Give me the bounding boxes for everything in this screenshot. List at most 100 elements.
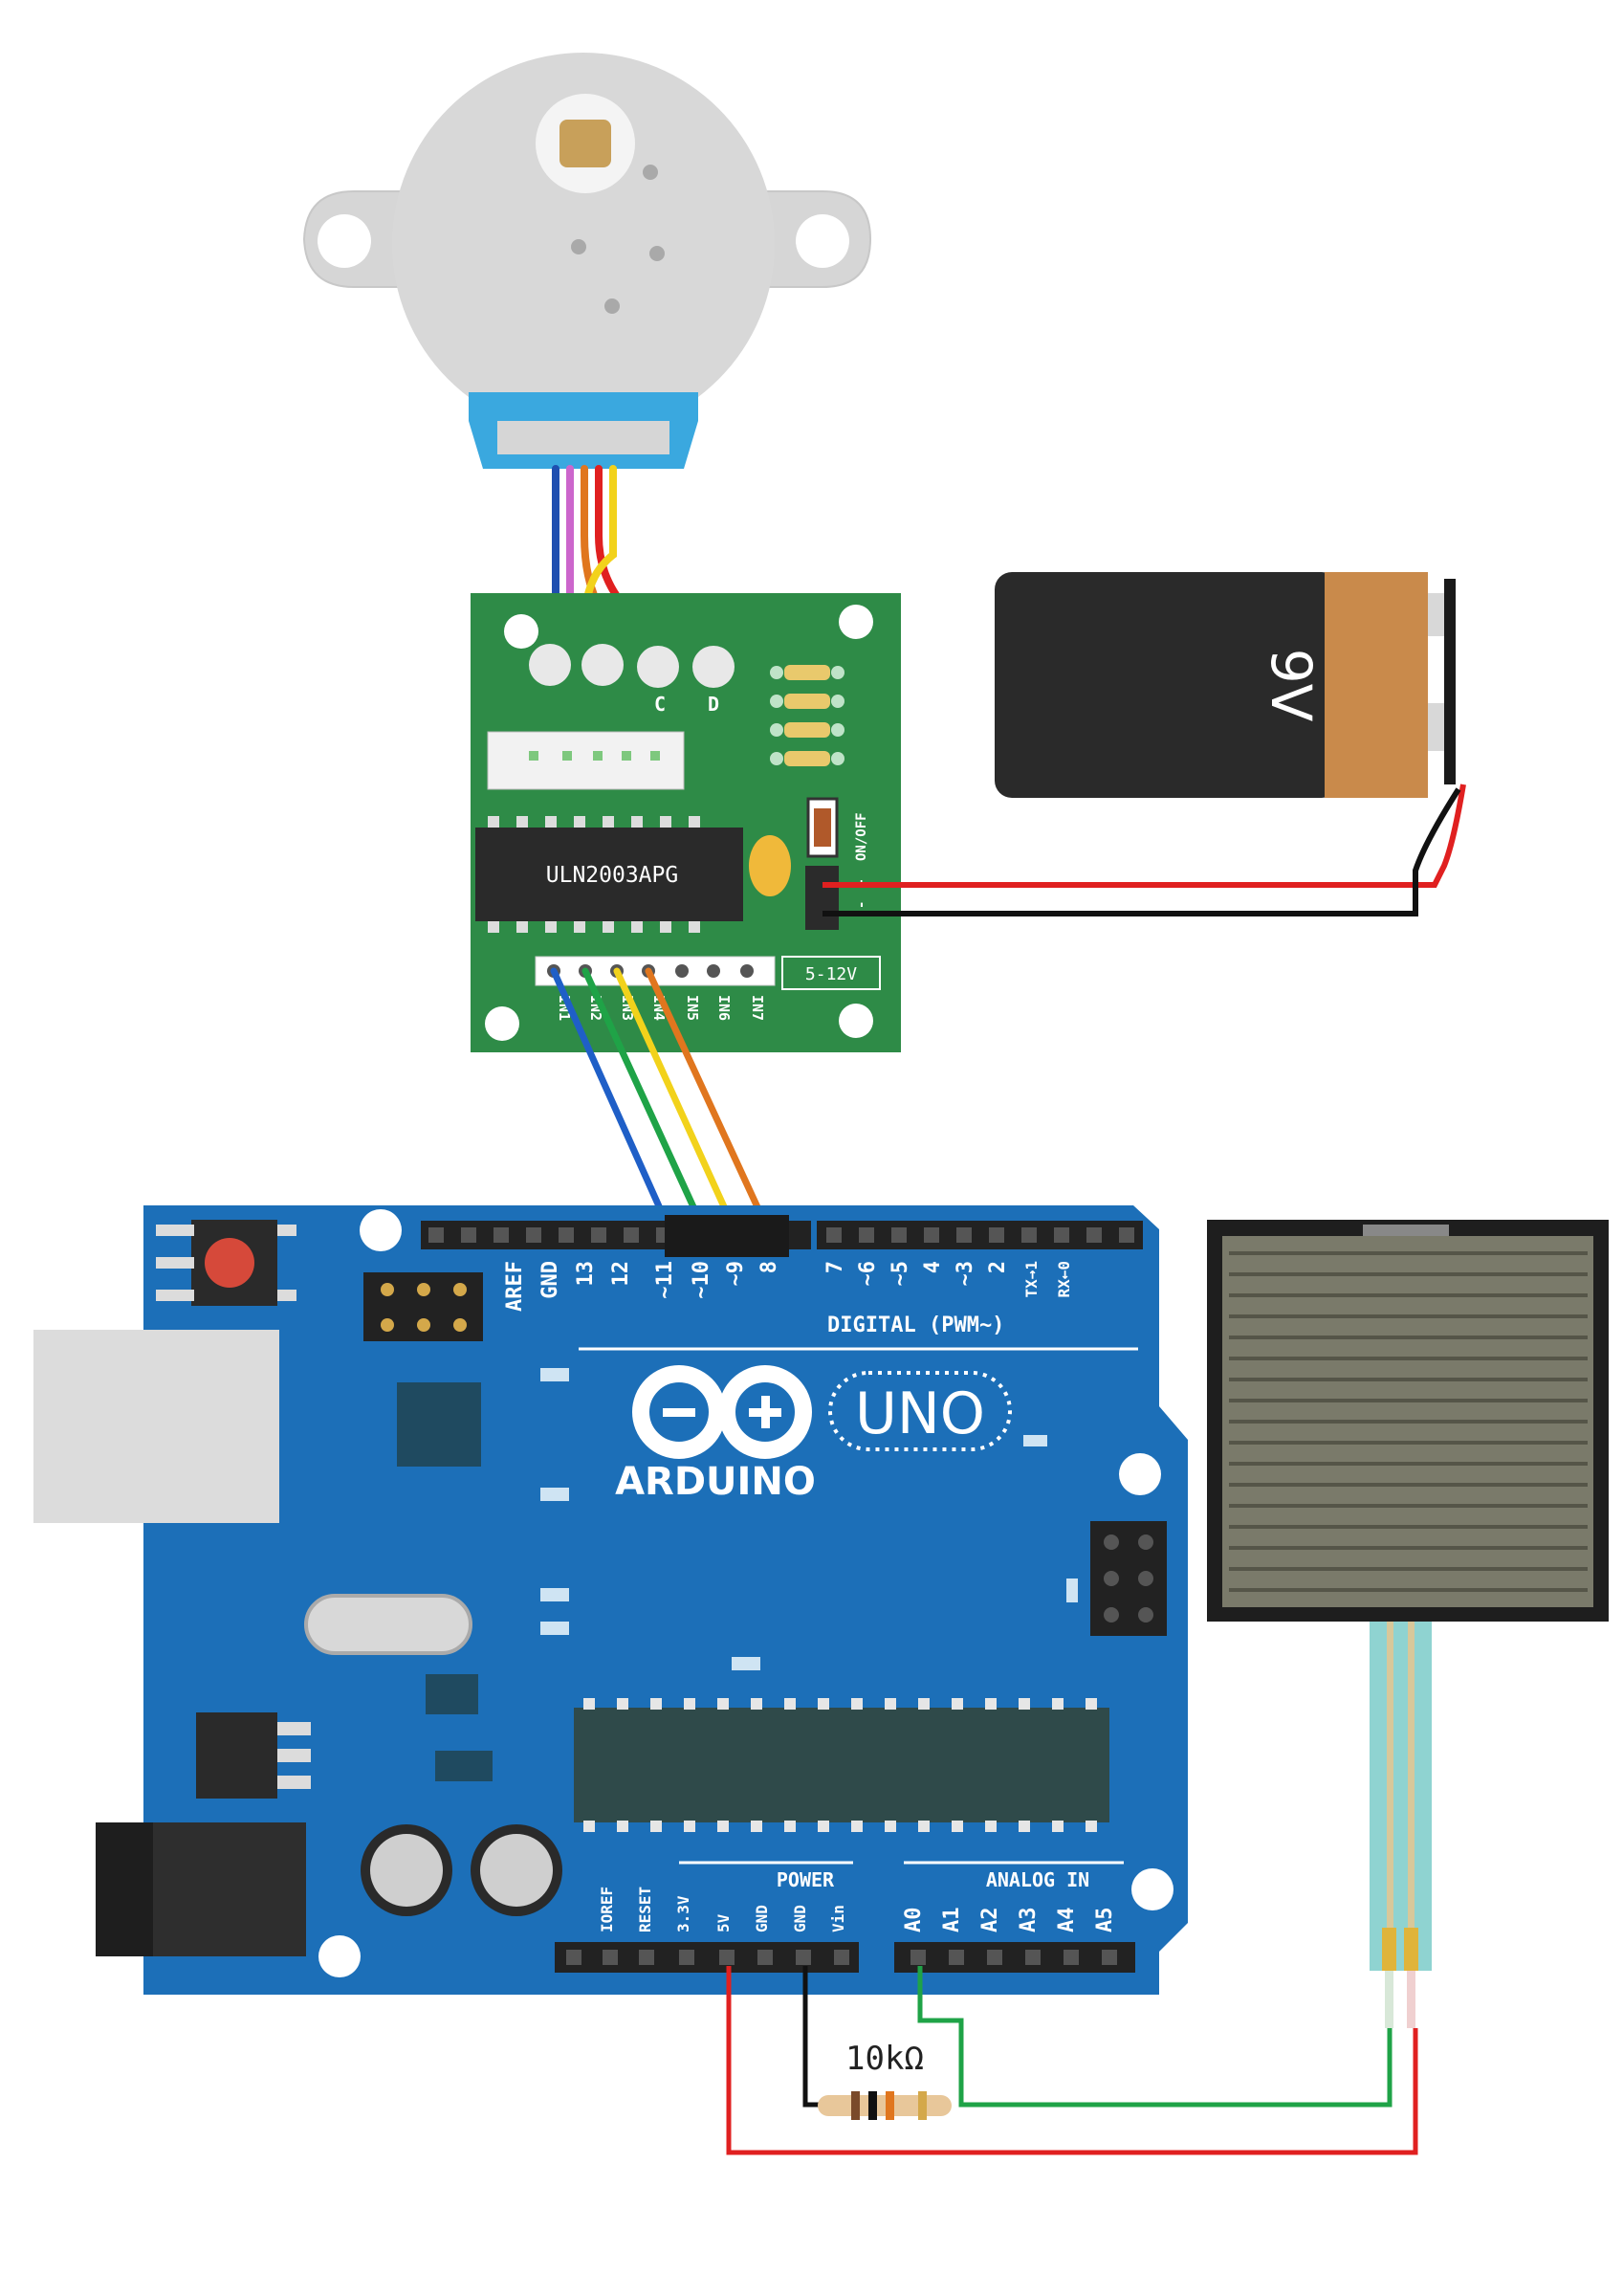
wire-a0-green [917, 1966, 1393, 2108]
led-c [637, 646, 679, 688]
usb-chip [397, 1382, 481, 1467]
digital-pin-labels: AREF GND 13 12 ~11 ~10 ~9 8 7 ~6 ~5 4 ~3… [503, 1261, 1073, 1312]
fsr-tail [1370, 1622, 1432, 1971]
pin-5: ~5 [888, 1261, 912, 1287]
capacitor [749, 835, 791, 896]
mount-hole-right [796, 214, 849, 268]
pin-13: 13 [574, 1261, 598, 1287]
battery-label: 9V [1259, 649, 1324, 722]
battery-wires [822, 784, 1466, 916]
mount-hole [360, 1209, 402, 1251]
crystal [304, 1594, 472, 1655]
smd-chip [435, 1751, 493, 1781]
mount-hole-left [318, 214, 371, 268]
analog-header-label: ANALOG IN [986, 1868, 1089, 1891]
pin-a1: A1 [940, 1908, 964, 1933]
reset-button[interactable] [205, 1238, 254, 1288]
motor-screw [649, 246, 665, 261]
battery-terminal [1428, 593, 1447, 636]
motor-screw [643, 165, 658, 180]
resistor-10k: 10kΩ [818, 2040, 952, 2120]
pin-in7: IN7 [749, 995, 766, 1021]
wire-in2-green [581, 967, 710, 1238]
pin-vin: Vin [829, 1905, 847, 1932]
pcb-hole [839, 1004, 873, 1038]
wire-in1-blue [550, 967, 675, 1238]
pin-a4: A4 [1055, 1908, 1079, 1933]
analog-header [894, 1942, 1135, 1973]
uno-badge [828, 1371, 1012, 1451]
power-pin-minus: - [854, 901, 869, 909]
battery-red-wire [822, 784, 1466, 888]
led-b [581, 644, 624, 686]
power-header-label: POWER [777, 1868, 835, 1891]
wire-5v-red [726, 1966, 1418, 2155]
pin-11: ~11 [653, 1261, 677, 1299]
pin-a2: A2 [978, 1908, 1002, 1933]
pin-ioref: IOREF [598, 1887, 616, 1932]
power-header [555, 1942, 859, 1973]
battery-clip [1444, 579, 1456, 784]
switch-label: ON/OFF [854, 812, 869, 861]
pin-tx1: TX→1 [1022, 1261, 1041, 1298]
resistor-label: 10kΩ [845, 2040, 924, 2078]
pin-3: ~3 [954, 1261, 977, 1287]
pin-4: 4 [921, 1261, 945, 1273]
force-sensor [1207, 1220, 1609, 2028]
fsr-lead [1382, 1928, 1396, 1971]
pcb-hole [485, 1006, 519, 1041]
led-label-c: C [654, 693, 666, 716]
fsr-lead [1404, 1928, 1418, 1971]
smd-parts [540, 1368, 1078, 1670]
power-pin-labels: IOREF RESET 3.3V 5V GND GND Vin [598, 1887, 847, 1932]
pin-a3: A3 [1017, 1908, 1041, 1933]
pin-rx0: RX←0 [1055, 1261, 1073, 1298]
fsr-traces [1229, 1251, 1588, 1592]
pin-5v: 5V [714, 1913, 733, 1932]
pin-gnd: GND [538, 1261, 562, 1299]
pin-7: 7 [823, 1261, 847, 1273]
brand-name: ARDUINO [615, 1460, 816, 1504]
battery-9v: 9V [995, 572, 1456, 798]
driver-board: C D [471, 593, 901, 1052]
switch-slider [814, 808, 831, 847]
motor-shaft [559, 120, 611, 167]
uln2003-chip: ULN2003APG [475, 816, 743, 933]
led-label-d: D [708, 693, 719, 716]
usb-port [33, 1330, 279, 1523]
motor-cap [497, 421, 669, 454]
battery-copper-cap [1325, 572, 1428, 798]
arduino-logo [632, 1365, 812, 1459]
mount-hole [318, 1935, 361, 1977]
pin-aref: AREF [503, 1261, 527, 1312]
model-name: UNO [855, 1380, 985, 1447]
smd-chip [426, 1674, 478, 1714]
voltage-regulator [196, 1712, 277, 1799]
arduino-uno: AREF GND 13 12 ~11 ~10 ~9 8 7 ~6 ~5 4 ~3… [33, 1205, 1188, 1995]
chip-label: ULN2003APG [546, 863, 678, 888]
pin-12: 12 [609, 1261, 633, 1287]
power-label: 5-12V [805, 964, 857, 984]
wire-in3-yellow [613, 967, 740, 1238]
pin-10: ~10 [690, 1261, 713, 1299]
pin-a5: A5 [1093, 1908, 1117, 1933]
pin-gnd-1: GND [753, 1905, 771, 1932]
mount-hole [1131, 1868, 1173, 1910]
pcb-hole [504, 614, 538, 649]
pin-gnd-2: GND [791, 1905, 809, 1932]
atmega-mcu [574, 1708, 1109, 1822]
pin-6: ~6 [856, 1261, 880, 1287]
pcb-hole [839, 605, 873, 639]
pins-8-11-connector [665, 1215, 789, 1257]
motor-screw [571, 239, 586, 254]
motor-screw [604, 298, 620, 314]
battery-black-body [995, 572, 1339, 798]
mount-hole [1119, 1453, 1161, 1495]
signal-wires [550, 967, 774, 1238]
pin-3v3: 3.3V [674, 1895, 692, 1932]
bottom-header-sockets [566, 1950, 1117, 1965]
analog-pin-labels: A0 A1 A2 A3 A4 A5 [902, 1908, 1117, 1933]
fsr-vent [1363, 1225, 1449, 1236]
mcu-pins [583, 1698, 1097, 1832]
